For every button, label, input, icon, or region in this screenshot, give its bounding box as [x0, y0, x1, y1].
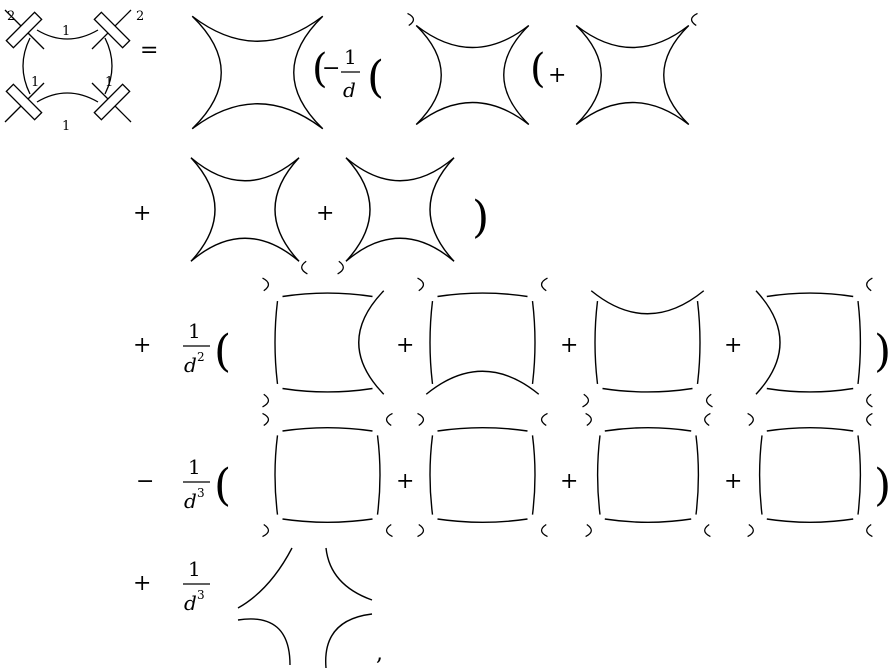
comma: , — [376, 641, 383, 666]
right-paren: ) — [874, 326, 891, 377]
plus-sign: + — [133, 333, 151, 358]
minus-sign: − — [322, 56, 340, 81]
square-tile — [581, 289, 714, 408]
lhs-tensor-network: 2 1 2 1 1 1 — [5, 9, 144, 134]
equals-sign: = — [140, 38, 158, 63]
projector-box-bottom-right — [94, 84, 129, 119]
crossing-tile-hooked — [576, 12, 699, 124]
left-paren: ( — [312, 46, 328, 92]
left-paren: ( — [214, 326, 231, 377]
projector-box-bottom-left — [6, 84, 41, 119]
svg-text:3: 3 — [197, 588, 205, 602]
minus-sign: − — [136, 469, 154, 494]
plus-sign: + — [560, 469, 578, 494]
top-leg — [37, 30, 98, 39]
label-left-1: 1 — [31, 75, 39, 90]
square-tile — [755, 277, 874, 408]
plus-sign: + — [133, 201, 151, 226]
right-paren: ) — [472, 192, 489, 243]
plus-sign: + — [396, 333, 414, 358]
crossing-tile-hooked — [336, 158, 454, 275]
coefficient-1-over-d-squared: 1 d 2 — [183, 319, 210, 377]
label-bottom-1: 1 — [62, 119, 70, 134]
label-tl-2: 2 — [7, 9, 15, 24]
coefficient-1-over-d-cubed: 1 d 3 — [183, 455, 210, 513]
disconnected-arc-tile — [238, 548, 372, 668]
plus-sign: + — [396, 469, 414, 494]
left-paren: ( — [367, 52, 384, 103]
svg-text:1: 1 — [188, 455, 201, 479]
projector-box-top-left — [6, 12, 41, 47]
label-right-1: 1 — [105, 75, 113, 90]
svg-text:1: 1 — [344, 45, 357, 69]
svg-text:d: d — [184, 591, 197, 615]
right-leg — [105, 38, 112, 94]
svg-text:d: d — [343, 78, 356, 102]
square-tile — [261, 412, 394, 538]
crossing-tile-hooked — [406, 12, 529, 124]
left-paren: ( — [530, 46, 546, 92]
left-leg — [23, 38, 30, 94]
square-tile — [746, 412, 874, 538]
plus-sign: + — [548, 63, 566, 88]
svg-text:d: d — [184, 489, 197, 513]
crossing-tile-identity — [192, 16, 323, 129]
label-top-1: 1 — [62, 24, 70, 39]
square-tile — [261, 277, 385, 408]
projector-box-top-right — [94, 12, 129, 47]
plus-sign: + — [724, 333, 742, 358]
svg-text:1: 1 — [188, 319, 201, 343]
label-tr-2: 2 — [136, 9, 144, 24]
svg-text:1: 1 — [188, 557, 201, 581]
crossing-tile-hooked — [191, 158, 309, 275]
square-tile — [416, 277, 549, 396]
square-tile — [584, 412, 712, 538]
svg-text:3: 3 — [197, 486, 205, 500]
bottom-leg — [37, 93, 98, 102]
svg-text:d: d — [184, 353, 197, 377]
plus-sign: + — [316, 201, 334, 226]
left-paren: ( — [214, 460, 231, 511]
coefficient-1-over-d-cubed: 1 d 3 — [183, 557, 210, 615]
square-tile — [416, 412, 549, 538]
coefficient-1-over-d: 1 d — [341, 45, 360, 102]
plus-sign: + — [133, 571, 151, 596]
plus-sign: + — [560, 333, 578, 358]
plus-sign: + — [724, 469, 742, 494]
right-paren: ) — [874, 460, 891, 511]
svg-text:2: 2 — [197, 350, 205, 364]
